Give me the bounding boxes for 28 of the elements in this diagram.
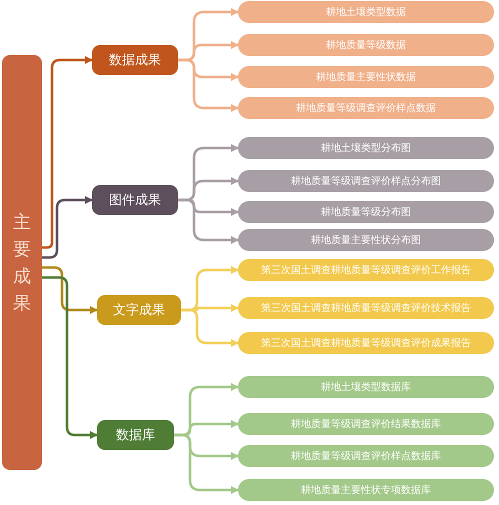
item-box: 第三次国土调查耕地质量等级调查评价工作报告 xyxy=(238,259,494,281)
arrow xyxy=(181,308,239,347)
arrow xyxy=(42,56,93,249)
arrow xyxy=(174,434,239,494)
category-box: 图件成果 xyxy=(92,185,178,215)
item-box: 耕地质量主要性状专项数据库 xyxy=(238,479,494,501)
category-box: 数据成果 xyxy=(92,45,178,75)
arrow xyxy=(178,198,239,244)
item-box: 耕地质量等级调查评价样点数据 xyxy=(238,97,494,119)
item-box: 耕地质量等级数据 xyxy=(238,34,494,56)
item-box: 耕地质量等级调查评价结果数据库 xyxy=(238,413,494,435)
item-box: 第三次国土调查耕地质量等级调查评价成果报告 xyxy=(238,332,494,354)
arrow xyxy=(42,266,98,314)
arrow xyxy=(42,196,93,259)
item-box: 耕地质量等级分布图 xyxy=(238,201,494,223)
item-box: 耕地质量等级调查评价样点分布图 xyxy=(238,170,494,192)
item-box: 第三次国土调查耕地质量等级调查评价技术报告 xyxy=(238,297,494,319)
item-box: 耕地土壤类型数据库 xyxy=(238,376,494,398)
item-box: 耕地质量主要性状数据 xyxy=(238,66,494,88)
arrow xyxy=(42,276,98,439)
arrow xyxy=(178,58,239,112)
category-box: 数据库 xyxy=(97,420,174,450)
item-box: 耕地质量等级调查评价样点数据库 xyxy=(238,445,494,467)
category-box: 文字成果 xyxy=(97,295,181,325)
root-box: 主要成果 xyxy=(2,55,42,470)
item-box: 耕地土壤类型数据 xyxy=(238,1,494,23)
item-box: 耕地土壤类型分布图 xyxy=(238,137,494,159)
item-box: 耕地质量主要性状分布图 xyxy=(238,229,494,251)
